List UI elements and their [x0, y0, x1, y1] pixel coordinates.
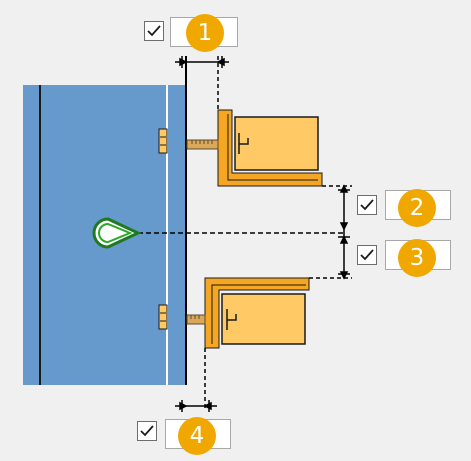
checkmark-icon	[147, 25, 161, 37]
gap-2-badge: 2	[398, 189, 436, 227]
upper-part	[186, 109, 323, 187]
gap-4-checkbox[interactable]	[137, 421, 157, 441]
plate-connector-bottom	[158, 304, 168, 330]
gap-1-badge: 1	[186, 14, 224, 52]
checkmark-icon	[360, 199, 374, 211]
dimension-4	[175, 348, 217, 412]
teardrop-anchor-icon	[92, 217, 142, 249]
gap-1-checkbox[interactable]	[144, 21, 164, 41]
checkmark-icon	[360, 249, 374, 261]
dimension-3	[309, 233, 352, 280]
gap-2-checkbox[interactable]	[357, 195, 377, 215]
dimension-2	[322, 184, 352, 233]
checkmark-icon	[140, 425, 154, 437]
gap-3-checkbox[interactable]	[357, 245, 377, 265]
plate-connector-top	[158, 128, 168, 154]
lower-part	[186, 277, 310, 349]
dimension-1	[175, 56, 229, 110]
gap-4-badge: 4	[178, 417, 216, 455]
gap-3-badge: 3	[398, 239, 436, 277]
